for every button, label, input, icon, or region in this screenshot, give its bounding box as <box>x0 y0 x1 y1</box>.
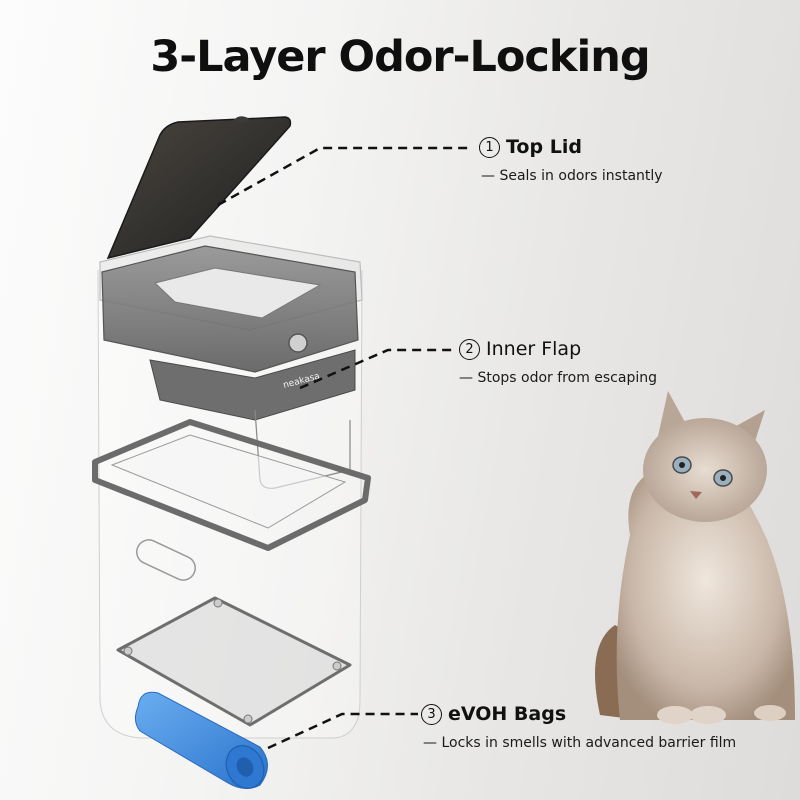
page-title: 3-Layer Odor-Locking <box>150 32 650 82</box>
callout-description: — Locks in smells with advanced barrier … <box>423 735 737 751</box>
callout-label: Top Lid <box>506 136 582 158</box>
number-1-icon: 1 <box>479 136 500 158</box>
callout-evoh-bags: 3 eVOH Bags — Locks in smells with advan… <box>421 703 736 751</box>
callout-label: Inner Flap <box>486 338 582 360</box>
number-2-icon: 2 <box>459 338 480 360</box>
callout-inner-flap: 2 Inner Flap — Stops odor from escaping <box>459 338 657 386</box>
callout-label: eVOH Bags <box>448 703 567 725</box>
cat-image <box>595 391 795 724</box>
number-3-icon: 3 <box>421 703 442 725</box>
callout-description: — Stops odor from escaping <box>459 370 657 386</box>
callout-description: — Seals in odors instantly <box>481 168 663 184</box>
bag-roll-image <box>134 691 268 789</box>
callout-top-lid: 1 Top Lid — Seals in odors instantly <box>479 136 663 184</box>
